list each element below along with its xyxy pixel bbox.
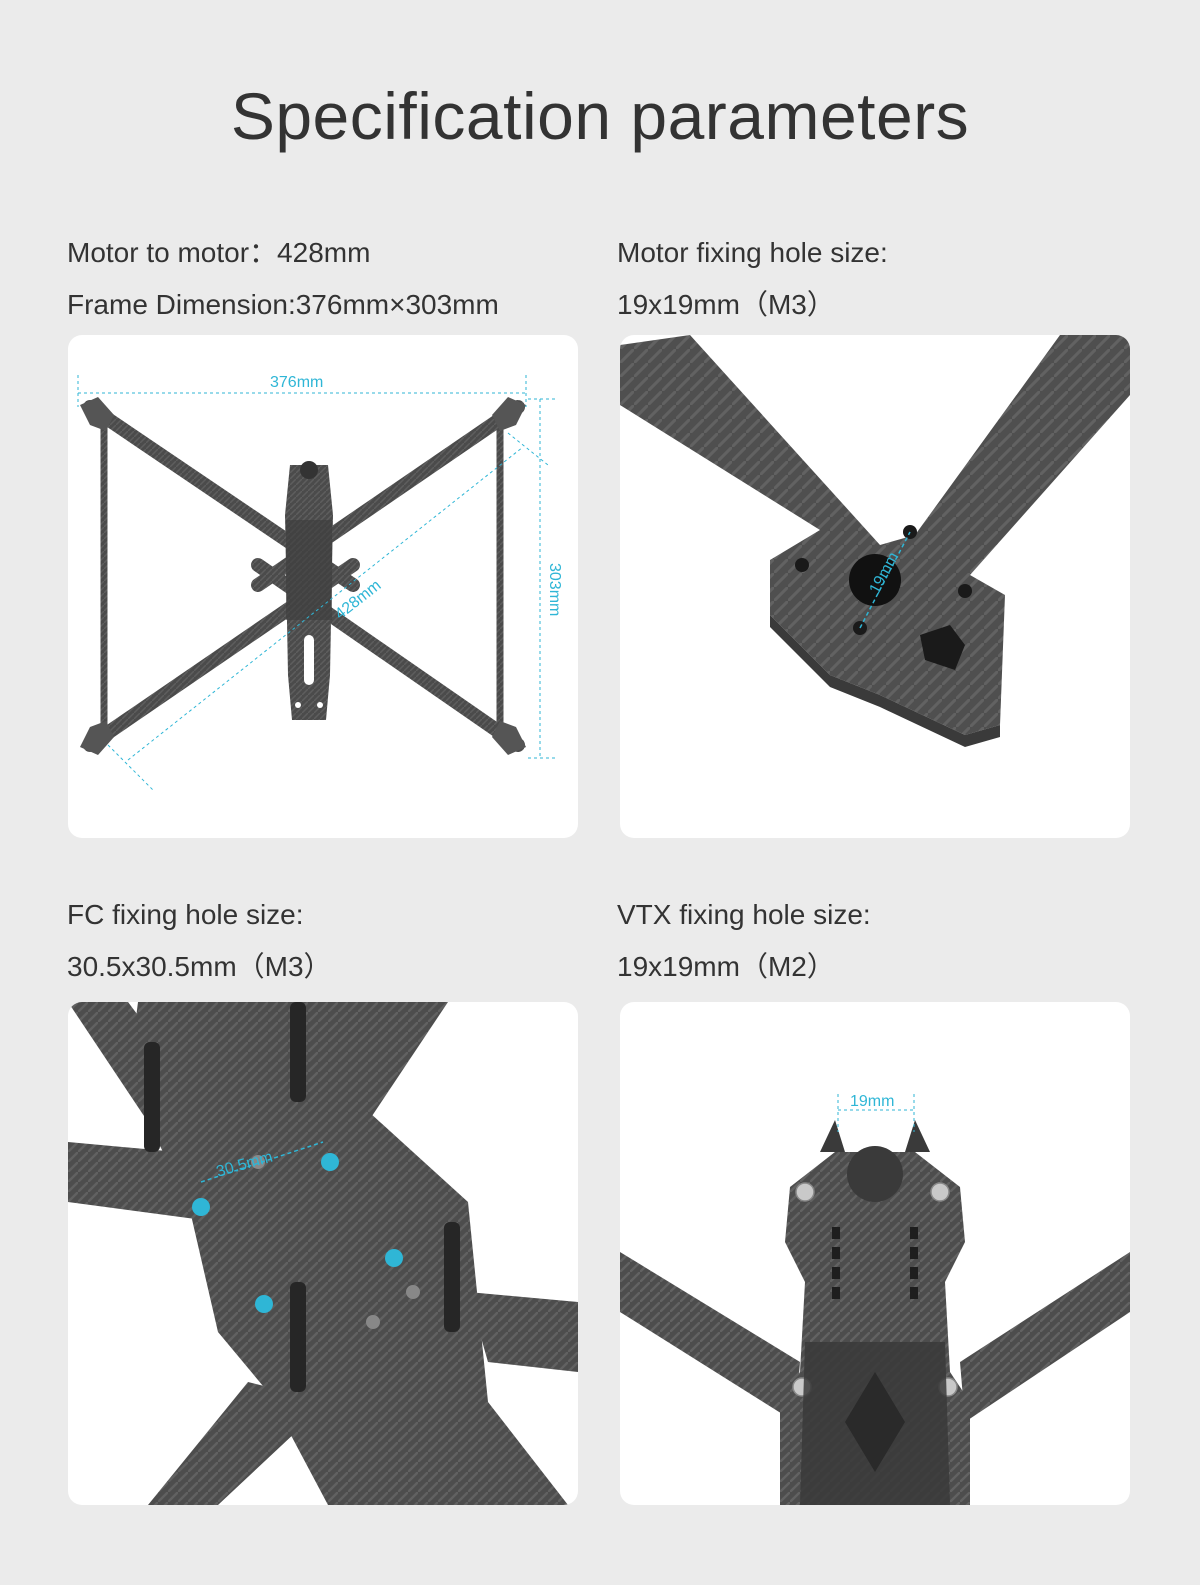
frame-dimension-spec: Frame Dimension:376mm×303mm [67, 289, 499, 320]
motor-hole-label: Motor fixing hole size: [617, 237, 888, 268]
fc-hole [321, 1153, 339, 1171]
motor-center-hole [849, 554, 901, 606]
page-title: Specification parameters [230, 79, 970, 153]
motor-mount-image: 19mm [620, 335, 1130, 838]
width-annotation: 376mm [270, 374, 323, 391]
fc-plate [128, 1002, 568, 1505]
vtx-mount-image: 19mm [620, 1002, 1130, 1505]
vtx-hole-annotation: 19mm [850, 1093, 894, 1110]
fc-hole [255, 1295, 273, 1313]
dimension-lines [77, 375, 558, 791]
fc-mount-diagram: 30.5mm [68, 1002, 578, 1505]
motor-mount-diagram: 19mm [620, 335, 1130, 747]
vtx-hole-label: VTX fixing hole size: [617, 899, 871, 930]
height-annotation: 303mm [546, 563, 563, 616]
motor-arm-plate [620, 335, 1130, 735]
motor-hole-value: 19x19mm（M3） [617, 289, 835, 320]
fc-hole-value: 30.5x30.5mm（M3） [67, 951, 332, 982]
frame-body [285, 461, 333, 720]
arm-plate-edge [770, 615, 1000, 747]
vtx-hole-value: 19x19mm（M2） [617, 951, 835, 982]
vtx-mount-diagram: 19mm [620, 1093, 1130, 1505]
fc-hole-label: FC fixing hole size: [67, 899, 304, 930]
fc-hole [192, 1198, 210, 1216]
motor-to-motor-spec: Motor to motor：428mm [67, 237, 371, 268]
fc-hole [385, 1249, 403, 1267]
frame-overview-image: 376mm 303mm 428mm [68, 335, 578, 838]
frame-diagram: 376mm 303mm 428mm [77, 374, 563, 791]
fc-mount-image: 30.5mm [68, 1002, 578, 1505]
motor-mounts [80, 397, 526, 755]
